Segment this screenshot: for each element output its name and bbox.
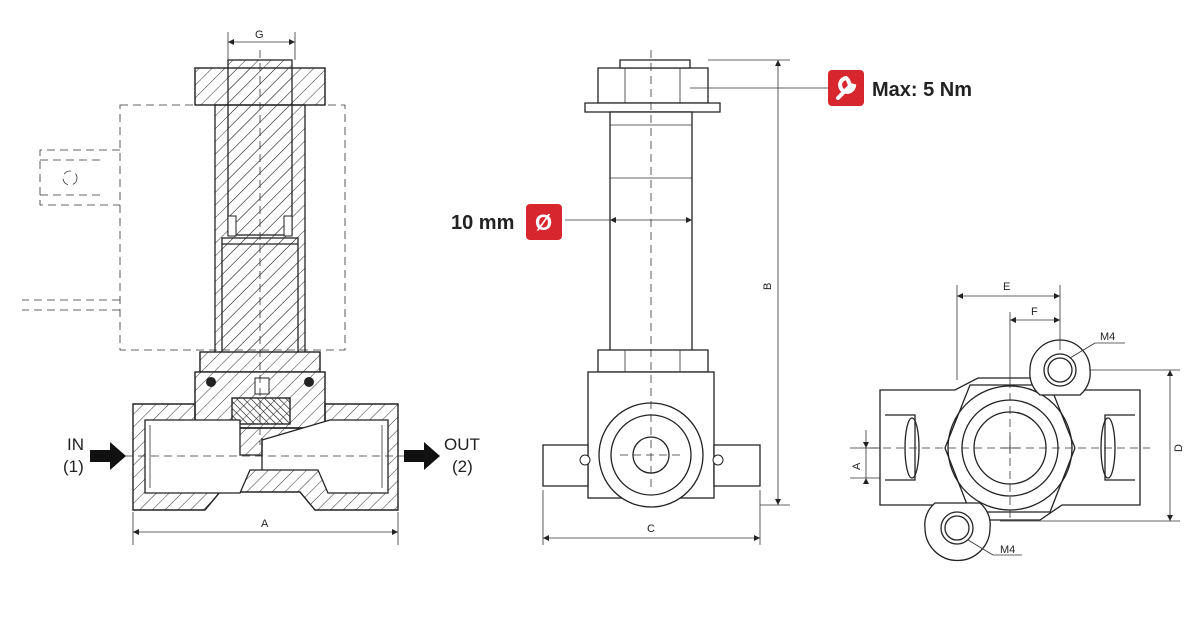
diameter-value: 10 mm	[451, 212, 514, 234]
outlet-arrow-icon	[404, 442, 440, 470]
dim-label-f: F	[1031, 306, 1038, 318]
section-view: G A IN (1) OUT (2)	[22, 29, 480, 545]
front-view: B C Max: 5 Nm 10 mm Ø	[451, 50, 972, 545]
inlet-label: IN	[67, 435, 84, 454]
thread-label-bottom: M4	[1000, 544, 1015, 556]
outlet-label: OUT	[444, 435, 480, 454]
diameter-icon	[526, 204, 562, 240]
dim-label-g: G	[255, 29, 264, 41]
dim-label-d: D	[1173, 444, 1185, 452]
dim-label-a-side: A	[851, 462, 863, 470]
thread-label-top: M4	[1100, 331, 1115, 343]
front-top-nut	[597, 67, 709, 104]
outlet-number: (2)	[452, 457, 473, 476]
dim-label-b: B	[762, 283, 774, 290]
coil-wire	[22, 299, 120, 311]
dim-label-c: C	[647, 523, 655, 535]
top-view: E F D A M4 M4	[850, 281, 1185, 562]
dim-label-e: E	[1003, 281, 1010, 293]
inlet-number: (1)	[63, 457, 84, 476]
torque-label: Max: 5 Nm	[872, 79, 972, 101]
coil-connector	[39, 149, 120, 206]
diameter-symbol: Ø	[535, 210, 552, 235]
dim-label-a: A	[261, 518, 269, 530]
inlet-arrow-icon	[90, 442, 126, 470]
